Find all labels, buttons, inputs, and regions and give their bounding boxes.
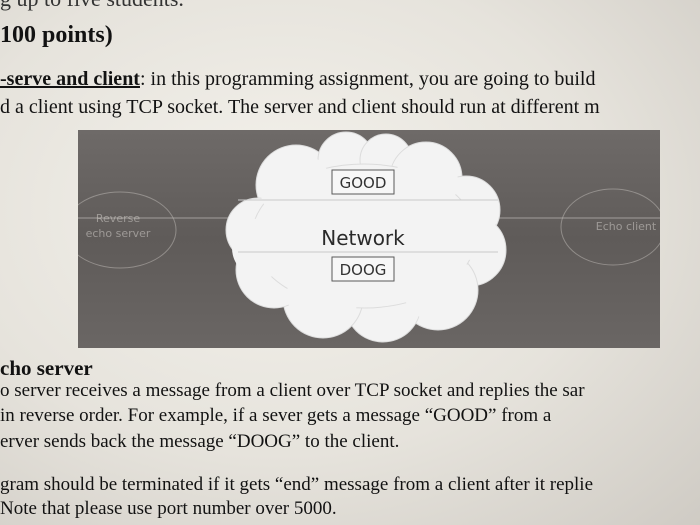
echo-client-node: Echo client xyxy=(560,188,660,266)
network-diagram: Reverse echo server Echo client xyxy=(78,130,660,348)
good-message-box xyxy=(331,169,395,195)
left-node-label-2: echo server xyxy=(86,227,151,240)
paragraph-1-line-1: o server receives a message from a clien… xyxy=(0,380,585,401)
intro-line-1-text: : in this programming assignment, you ar… xyxy=(139,68,596,90)
network-label: Network xyxy=(321,226,405,250)
paragraph-2-line-2: Note that please use port number over 50… xyxy=(0,498,337,519)
section-heading: cho server xyxy=(0,356,93,380)
intro-bold-label: -serve and client xyxy=(0,68,140,90)
reverse-echo-server-node: Reverse echo server xyxy=(78,191,177,269)
good-message-label: GOOD xyxy=(340,174,387,192)
left-node-label-1: Reverse xyxy=(96,212,140,225)
right-node-label: Echo client xyxy=(596,220,657,233)
intro-line-2: d a client using TCP socket. The server … xyxy=(0,96,600,118)
doog-message-label: DOOG xyxy=(340,261,387,279)
paragraph-2-line-1: gram should be terminated if it gets “en… xyxy=(0,474,593,495)
intro-line-1: -serve and client: in this programming a… xyxy=(0,68,596,91)
paragraph-1-line-2: in reverse order. For example, if a seve… xyxy=(0,405,552,426)
diagram-svg: Reverse echo server Echo client xyxy=(78,131,660,343)
points-title: 100 points) xyxy=(0,22,113,48)
paragraph-1-line-3: erver sends back the message “DOOG” to t… xyxy=(0,431,400,452)
doog-message-box xyxy=(331,256,395,282)
cut-off-heading: g up to five students. xyxy=(0,0,184,12)
